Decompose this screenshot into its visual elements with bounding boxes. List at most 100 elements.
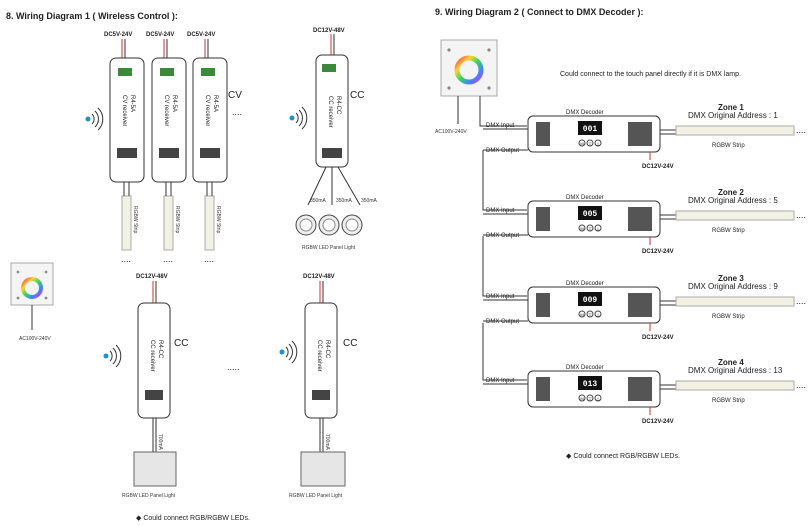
cv-receiver-line2: R4-5A — [212, 95, 218, 112]
decoder-button-label: M — [580, 396, 583, 401]
input-terminal — [536, 207, 550, 231]
cv-receiver-line1: CV receiver — [204, 95, 210, 126]
cc-receiver-line2: R4-CC — [335, 96, 341, 115]
address-display — [578, 121, 602, 135]
decoder-button-label: M — [580, 226, 583, 231]
diagram1-title: 8. Wiring Diagram 1 ( Wireless Control )… — [6, 11, 178, 21]
dmx-address-label: DMX Original Address : 9 — [688, 282, 778, 291]
decoder-button-label: ▽ — [588, 141, 592, 146]
cc-receiver-line2: R4-CC — [324, 340, 330, 359]
decoder-button — [578, 394, 586, 402]
decoder-button — [594, 394, 602, 402]
decoder-power-label: DC12V-24V — [642, 335, 674, 341]
diagram2-note: ◆ Could connect RGB/RGBW LEDs. — [566, 453, 680, 460]
led-strip — [204, 195, 215, 251]
decoder-name: DMX Decoder — [566, 365, 604, 371]
strip-wire — [660, 384, 676, 390]
cc-current-3: 350mA — [361, 198, 378, 204]
rgbw-strip-label: RGBW Strip — [174, 206, 180, 233]
decoder-power-label: DC12V-24V — [642, 164, 674, 170]
dmx-chain-wire — [482, 236, 527, 297]
cc-receiver-device: CC receiver R4-CC — [137, 302, 171, 419]
address-display — [578, 292, 602, 306]
output-wires — [206, 182, 213, 196]
wireless-signal-icon — [279, 340, 298, 364]
strip-dots: .... — [796, 125, 806, 135]
wireless-signal-icon — [103, 344, 122, 368]
decoder-button-label: ▽ — [588, 396, 592, 401]
decoder-button — [578, 224, 586, 232]
output-wires — [123, 182, 130, 196]
output-wires — [152, 418, 157, 452]
led-strip — [675, 210, 795, 221]
decoder-button — [594, 139, 602, 147]
decoder-button — [586, 310, 594, 318]
decoder-button-label: M — [580, 312, 583, 317]
terminal-block — [118, 68, 132, 76]
cc-receiver-line1: CC receiver — [149, 340, 155, 372]
input-terminal — [536, 293, 550, 317]
panel-light-label: RGBW LED Panel Light — [289, 493, 343, 499]
output-terminal — [117, 148, 137, 158]
panel-ac-label: AC100V-240V — [435, 129, 467, 135]
decoder-button-label: ▽ — [588, 312, 592, 317]
cc-receiver-device: CC receiver R4-CC — [304, 302, 338, 419]
cc-power-label: DC12V-48V — [313, 28, 345, 34]
address-display — [578, 206, 602, 220]
strip-dots: .... — [796, 296, 806, 306]
cc-receiver-device: CC receiver R4-CC — [315, 54, 349, 168]
cc-label: CC — [350, 90, 364, 101]
strip-wire — [660, 300, 676, 306]
address-display-value: 005 — [583, 210, 598, 219]
cv-power-label: DC5V-24V — [187, 32, 215, 38]
zone-label: Zone 3 — [718, 274, 744, 283]
decoder-name: DMX Decoder — [566, 281, 604, 287]
cc-current-bottom: 700mA — [324, 434, 330, 451]
cv-power-label: DC5V-24V — [104, 32, 132, 38]
decoder-name: DMX Decoder — [566, 110, 604, 116]
dmx-address-label: DMX Original Address : 5 — [688, 196, 778, 205]
dmx-address-label: DMX Original Address : 13 — [688, 366, 783, 375]
rgbw-strip-label: RGBW Strip — [215, 206, 221, 233]
cc-current-bottom: 700mA — [157, 434, 163, 451]
decoder-button-label: △ — [596, 226, 600, 231]
cv-dots: .... — [232, 107, 242, 117]
strip-dots: .... — [796, 380, 806, 390]
dmx-chain-wire — [482, 150, 527, 211]
input-terminal — [536, 377, 550, 401]
strip-dots: .... — [121, 254, 131, 264]
decoder-name: DMX Decoder — [566, 195, 604, 201]
decoder-button — [594, 224, 602, 232]
dmx-input-label: DMX Input — [486, 208, 515, 214]
decoder-button — [586, 139, 594, 147]
zone-label: Zone 2 — [718, 188, 744, 197]
dmx-wire — [479, 96, 527, 127]
decoder-button-label: △ — [596, 312, 600, 317]
cv-receiver-line1: CV receiver — [121, 95, 127, 126]
cc-label: CC — [174, 338, 188, 349]
output-terminal — [200, 148, 220, 158]
cc-receiver-line2: R4-CC — [157, 340, 163, 359]
led-panel-light-square — [300, 451, 346, 487]
rgbw-strip-label: RGBW Strip — [712, 228, 745, 234]
led-panel-light-square — [133, 451, 177, 487]
decoder-button-label: △ — [596, 396, 600, 401]
address-display-value: 013 — [583, 380, 598, 389]
cc-receiver-line1: CC receiver — [316, 340, 322, 372]
decoder-button — [578, 310, 586, 318]
led-strip — [163, 195, 174, 251]
address-display — [578, 376, 602, 390]
led-strip — [675, 125, 795, 136]
cv-receiver-line1: CV receiver — [163, 95, 169, 126]
zone-label: Zone 1 — [718, 103, 744, 112]
led-panel-light-round — [295, 214, 363, 236]
led-strip — [121, 195, 132, 251]
